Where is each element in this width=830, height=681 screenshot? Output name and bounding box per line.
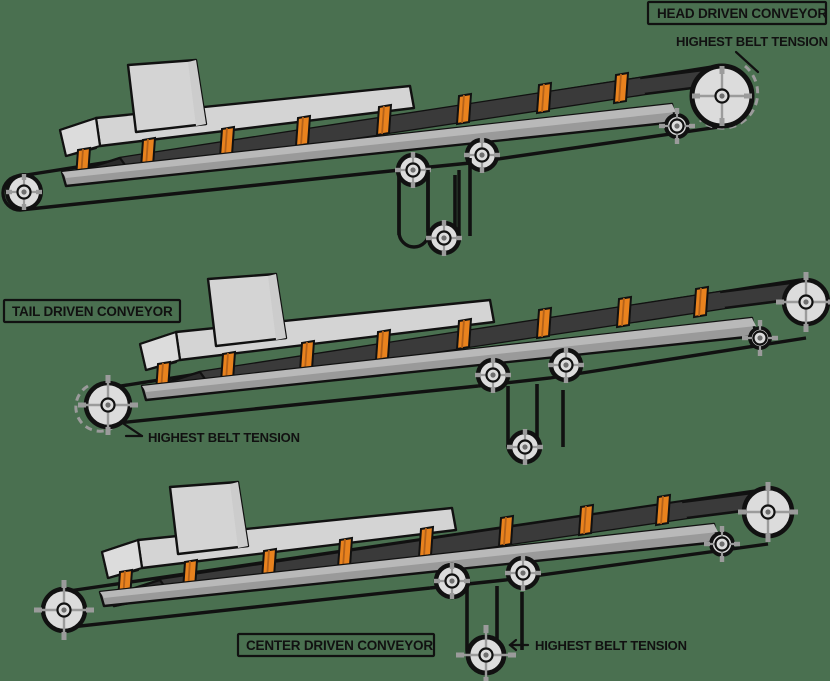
pulley-tail <box>6 174 42 210</box>
conveyor-head-driven: HEAD DRIVEN CONVEYOR HIGHEST BELT TENSIO… <box>1 0 828 256</box>
label-center-driven-title: CENTER DRIVEN CONVEYOR <box>236 632 436 658</box>
take-up-assembly-center-driven <box>434 555 541 681</box>
conveyor-tail-driven: TAIL DRIVEN CONVEYOR HIGHEST BELT TENSIO… <box>2 272 830 465</box>
label-tail-highest-tension: HIGHEST BELT TENSION <box>122 422 300 445</box>
idler-roller <box>654 493 672 527</box>
tail-tension-text: HIGHEST BELT TENSION <box>148 430 300 445</box>
pulley-tail-drive <box>74 375 138 435</box>
pulley-snub <box>659 108 695 144</box>
pulley-tail <box>34 580 94 640</box>
center-tension-text: HIGHEST BELT TENSION <box>535 638 687 653</box>
head-tension-text: HIGHEST BELT TENSION <box>676 34 828 49</box>
side-deck-plate-tail-driven <box>138 272 496 372</box>
idler-rollers-head-driven <box>74 71 630 180</box>
idler-roller <box>535 81 553 115</box>
pulley-bend-right <box>548 347 584 383</box>
pulley-head <box>776 272 830 332</box>
label-head-driven-title: HEAD DRIVEN CONVEYOR <box>646 0 828 26</box>
idler-roller <box>375 103 393 137</box>
label-center-highest-tension: HIGHEST BELT TENSION <box>508 638 687 653</box>
side-deck-plate-center-driven <box>100 480 458 580</box>
idler-roller <box>497 514 515 548</box>
tail-driven-title-text: TAIL DRIVEN CONVEYOR <box>12 304 173 319</box>
idler-roller <box>455 92 473 126</box>
idler-roller <box>535 306 553 340</box>
conveyor-center-driven: CENTER DRIVEN CONVEYOR HIGHEST BELT TENS… <box>34 482 798 681</box>
pulley-bend-left <box>475 357 511 393</box>
idler-roller <box>455 317 473 351</box>
take-up-assembly-head-driven <box>395 137 500 256</box>
pulley-bend-left <box>434 563 470 599</box>
pulley-center-drive <box>456 625 516 681</box>
pulley-take-up <box>426 220 462 256</box>
idler-roller <box>612 71 630 105</box>
idler-roller <box>294 114 312 148</box>
pulley-bend-right <box>464 137 500 173</box>
pulley-head <box>738 482 798 542</box>
idler-roller <box>417 525 435 559</box>
idler-rollers-tail-driven <box>154 285 710 394</box>
idler-roller <box>577 503 595 537</box>
idler-roller <box>374 328 392 362</box>
head-driven-title-text: HEAD DRIVEN CONVEYOR <box>657 6 827 21</box>
pulley-snub <box>742 320 778 356</box>
pulley-take-up <box>507 429 543 465</box>
take-up-assembly-tail-driven <box>475 347 584 465</box>
center-driven-title-text: CENTER DRIVEN CONVEYOR <box>246 638 433 653</box>
pulley-bend-right <box>505 555 541 591</box>
label-tail-driven-title: TAIL DRIVEN CONVEYOR <box>2 298 182 324</box>
idler-roller <box>615 295 633 329</box>
pulley-head-drive <box>689 63 760 130</box>
side-deck-plate-head-driven <box>58 58 416 158</box>
label-head-highest-tension: HIGHEST BELT TENSION <box>676 34 828 74</box>
pulley-snub <box>704 526 740 562</box>
idler-roller <box>692 285 710 319</box>
